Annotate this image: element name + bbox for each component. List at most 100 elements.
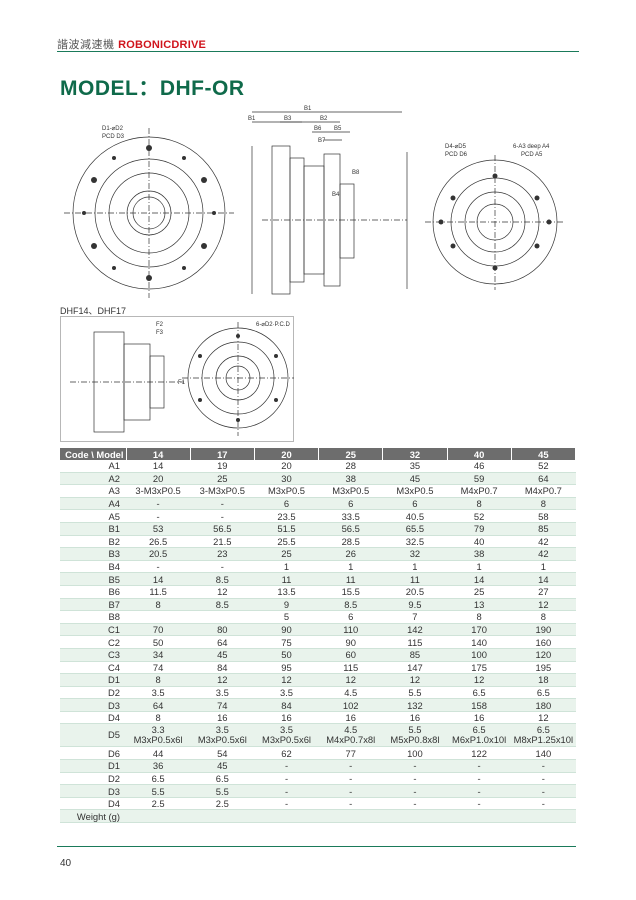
value-cell: 6.5	[447, 686, 512, 700]
value-cell: 147	[382, 661, 448, 675]
value-cell: 46	[447, 460, 512, 473]
header-model-45: 45	[511, 448, 577, 460]
value-cell: 60	[318, 648, 383, 662]
footer-rule	[57, 846, 576, 847]
label-b3: B3	[284, 116, 292, 122]
value-cell: 18	[511, 673, 576, 687]
value-cell: 45	[382, 472, 448, 486]
value-cell: 38	[318, 472, 383, 486]
value-cell: 170	[447, 623, 512, 637]
value-cell	[190, 610, 255, 624]
label-b8: B8	[352, 170, 360, 176]
value-cell: 180	[511, 698, 576, 712]
value-cell: 74	[126, 661, 191, 675]
row-code-cell: D2	[60, 772, 126, 786]
label-6-a3: 6-A3 deep A4	[513, 144, 550, 150]
value-cell: -	[190, 509, 255, 523]
value-cell: 122	[447, 746, 512, 761]
row-code-cell: C1	[60, 623, 126, 637]
value-cell: 58	[511, 509, 576, 523]
value-cell: 80	[190, 623, 255, 637]
value-cell: M3xP0.5	[382, 484, 448, 498]
row-code-cell: D4	[60, 797, 126, 811]
value-cell: -	[382, 759, 448, 773]
value-cell: 1	[382, 560, 448, 574]
value-cell: 5.5	[190, 784, 255, 798]
value-cell: 50	[126, 635, 191, 649]
value-cell: 56.5	[190, 522, 255, 536]
value-cell: 64	[190, 635, 255, 649]
value-cell: -	[382, 797, 448, 811]
value-cell	[126, 809, 191, 824]
value-cell: 14	[126, 572, 191, 586]
value-cell: 100	[382, 746, 448, 761]
page-number: 40	[60, 858, 72, 869]
row-code-cell: D5	[60, 723, 126, 748]
rear-view-drawing: D4-⌀D5 PCD D6 6-A3 deep A4 PCD A5	[425, 144, 565, 290]
value-cell: 34	[126, 648, 191, 662]
value-cell: 52	[511, 460, 576, 473]
row-code-cell: D6	[60, 746, 126, 761]
value-cell: 4.5	[318, 686, 383, 700]
label-f1: F1	[178, 380, 186, 386]
row-code-cell: B3	[60, 547, 126, 561]
value-cell: -	[190, 497, 255, 511]
value-cell: 90	[254, 623, 319, 637]
value-cell: 40.5	[382, 509, 448, 523]
value-cell: 5	[254, 610, 319, 624]
row-code-cell: D3	[60, 698, 126, 712]
label-b2: B2	[320, 116, 328, 122]
value-cell: 115	[382, 635, 448, 649]
row-code-cell: A5	[60, 509, 126, 523]
value-cell: 75	[254, 635, 319, 649]
page-title: MODEL：DHF-OR	[60, 77, 245, 100]
label-d1-d2: D1-⌀D2	[102, 126, 124, 132]
value-cell: 142	[382, 623, 448, 637]
value-cell: 1	[447, 560, 512, 574]
value-cell: 3.5	[254, 686, 319, 700]
value-cell: 32.5	[382, 535, 448, 549]
value-cell: 6	[254, 497, 319, 511]
value-cell: 45	[190, 759, 255, 773]
value-cell: 56.5	[318, 522, 383, 536]
value-cell: 1	[254, 560, 319, 574]
value-cell: 52	[447, 509, 512, 523]
value-cell	[447, 809, 512, 824]
value-cell: 26.5	[126, 535, 191, 549]
value-cell: 54	[190, 746, 255, 761]
header-chinese-text: 諧波減速機	[57, 39, 115, 51]
value-cell: 1	[318, 560, 383, 574]
value-cell: M4xP0.7	[511, 484, 576, 498]
value-cell: -	[126, 497, 191, 511]
row-code-cell: A2	[60, 472, 126, 486]
value-cell: 115	[318, 661, 383, 675]
value-cell: 7	[382, 610, 448, 624]
value-cell	[126, 610, 191, 624]
value-cell: 140	[511, 746, 576, 761]
value-cell: 53	[126, 522, 191, 536]
value-cell: 8.5	[190, 598, 255, 612]
value-cell: 5.5	[126, 784, 191, 798]
value-cell: 84	[254, 698, 319, 712]
value-cell: 8	[511, 610, 576, 624]
row-code-cell: D3	[60, 784, 126, 798]
brand-logo: ROBONICDRIVE	[118, 39, 207, 51]
value-cell: 9.5	[382, 598, 448, 612]
label-b1b: B1	[248, 116, 256, 122]
value-cell: -	[190, 560, 255, 574]
value-cell: 26	[318, 547, 383, 561]
value-cell: 59	[447, 472, 512, 486]
value-cell: 28	[318, 460, 383, 473]
